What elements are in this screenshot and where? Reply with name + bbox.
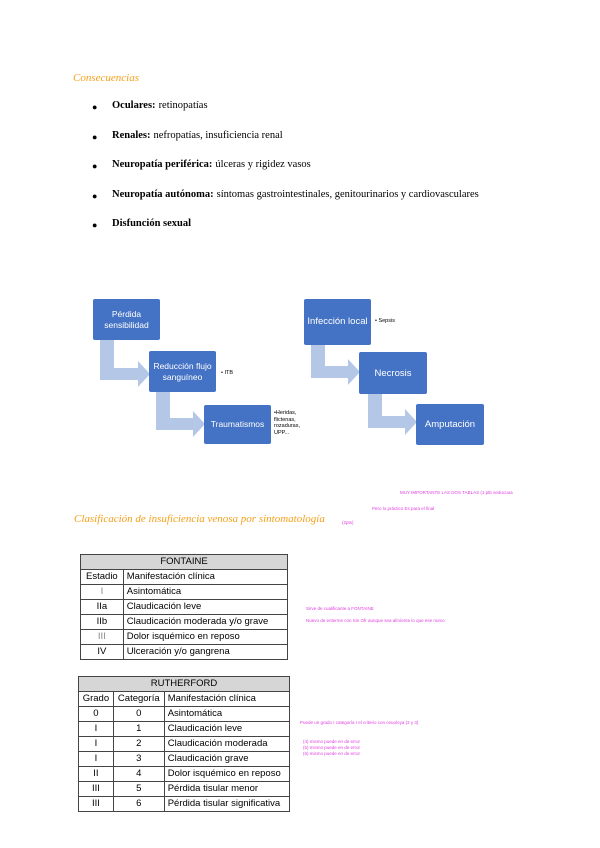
list-item: ● Neuropatía periférica:úlceras y rigidez… [92,159,572,189]
table-cell: Asintomática [122,584,289,600]
table-cell: 1 [112,721,165,737]
annotation-note: Pero lo práctico Es para el final [372,506,435,511]
table-cell: Ulceración y/o gangrena [122,644,289,660]
annotation-note: (6) mismo puede en de error [303,751,361,756]
item-label: Disfunción sexual [112,218,192,229]
table-cell: Claudicación moderada [163,736,291,752]
item-text: nefropatías, insuficiencia renal [153,129,283,141]
box-necrosis: Necrosis [359,352,427,394]
clasificacion-heading: Clasificación de insuficiencia venosa po… [74,513,325,525]
table-cell: 3 [112,751,165,767]
table-cell: III [80,629,124,645]
table-cell: Pérdida tisular significativa [163,796,291,812]
item-text: retinopatías [158,100,208,111]
item-text: síntomas gastrointestinales, genitourina… [216,188,479,200]
annotation-note: Puede un grado I categoría I el criterio… [300,720,419,725]
annotation-note: (2pts) [342,520,354,525]
table-header: Grado [78,691,114,707]
table-cell: Claudicación grave [163,751,291,767]
item-label: Neuropatía periférica: [112,159,213,170]
elbow-arrow [368,392,417,435]
box-perdida-sensibilidad: Pérdida sensibilidad [93,299,160,340]
annotation-note: Sirve de cualificante a FONTAINE [306,606,374,611]
table-cell: Claudicación moderada y/o grave [122,614,289,630]
item-label: Renales: [112,129,151,141]
annotation-note: MUY IMPORTANTE LAS DOS TABLAS (1 ptb sed… [400,490,513,495]
bullet-icon: ● [92,161,98,171]
table-cell: 5 [112,781,165,797]
table-cell: Dolor isquémico en reposo [122,629,289,645]
table-cell: Claudicación leve [122,599,289,615]
table-cell: Asintomática [163,706,291,722]
bullet-icon: ● [92,131,98,142]
table-cell: Dolor isquémico en reposo [163,766,291,782]
table-cell: Claudicación leve [163,721,291,737]
table-cell: 4 [112,766,165,782]
table-cell: I [78,721,114,737]
annotation-note: (5) mismo puede en de error [303,745,361,750]
note-itb: • ITB [221,370,234,376]
table-cell: II [78,766,114,782]
annotation-note: (4) mismo puede en de error [303,739,361,744]
table-header: Estadio [80,569,124,585]
elbow-arrow [156,392,205,437]
table-cell: 2 [112,736,165,752]
list-item: ● Disfunción sexual [92,218,572,248]
list-item: ● Oculares:retinopatías [92,100,572,130]
annotation-note: Nuevo de enterme con Sin Ofr aunque sea … [306,618,445,623]
item-label: Oculares: [112,100,156,111]
list-item: ● Neuropatía autónoma:síntomas gastrointe… [92,189,572,219]
table-cell: IIa [80,599,124,615]
list-item: ● Renales:nefropatías, insuficiencia rena… [92,130,572,160]
rutherford-title: RUTHERFORD [78,676,290,692]
table-cell: I [78,736,114,752]
consecuencias-list: ● Oculares:retinopatías ● Renales:nefropat… [92,100,572,248]
box-traumatismos: Traumatismos [204,405,271,444]
table-header: Manifestación clínica [122,569,289,585]
table-cell: IV [80,644,124,660]
bullet-icon: ● [92,220,98,230]
box-infeccion-local: Infección local [304,299,371,345]
elbow-arrow [100,338,150,387]
table-cell: I [80,584,124,600]
table-cell: I [78,751,114,767]
bullet-icon: ● [92,102,98,112]
box-reduccion-flujo: Reducción flujo sanguíneo [149,351,216,392]
table-cell: 6 [112,796,165,812]
table-cell: IIb [80,614,124,630]
box-amputacion: Amputación [416,404,484,445]
table-header: Manifestación clínica [163,691,291,707]
table-cell: III [78,781,114,797]
table-cell: III [78,796,114,812]
item-label: Neuropatía autónoma: [112,188,214,200]
item-text: úlceras y rigidez vasos [215,159,311,170]
table-cell: 0 [78,706,114,722]
table-cell: 0 [112,706,165,722]
note-heridas: •Heridas, flictenas, rozaduras, UPP... [274,410,300,436]
fontaine-title: FONTAINE [80,554,288,570]
table-cell: Pérdida tisular menor [163,781,291,797]
bullet-icon: ● [92,190,98,201]
consecuencias-heading: Consecuencias [73,72,139,84]
note-sepsis: • Sepsis [375,318,395,324]
elbow-arrow [311,344,360,385]
table-header: Categoría [112,691,165,707]
